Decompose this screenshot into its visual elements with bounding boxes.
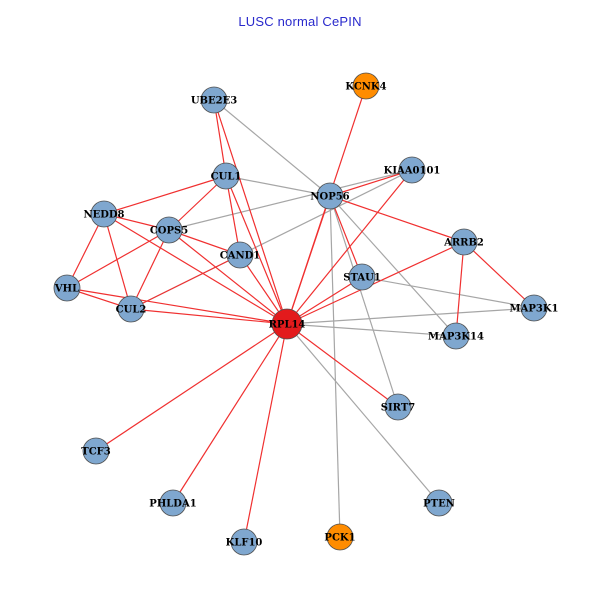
node-label-PHLDA1: PHLDA1 [149,499,196,510]
edge-RPL14-MAP3K14 [286,323,457,337]
edge-NOP56-ARRB2 [329,195,465,243]
edge-ARRB2-MAP3K14 [455,241,465,337]
node-label-PTEN: PTEN [423,499,455,510]
edge-RPL14-KIAA0101 [286,169,413,325]
edge-NOP56-MAP3K14 [329,195,457,337]
node-VHL [53,274,81,302]
node-label-UBE2E3: UBE2E3 [191,96,237,107]
node-NEDD8 [90,200,118,228]
edge-RPL14-KLF10 [243,323,288,543]
edge-RPL14-COPS5 [168,229,288,325]
edge-NEDD8-VHL [66,213,105,289]
node-NOP56 [316,182,344,210]
node-label-TCF3: TCF3 [81,447,111,458]
edge-NOP56-PCK1 [329,195,341,538]
node-label-ARRB2: ARRB2 [443,238,484,249]
edge-KIAA0101-COPS5 [168,169,413,231]
node-RPL14 [271,308,303,340]
node-label-CUL2: CUL2 [116,305,147,316]
edge-NEDD8-CUL2 [103,213,132,310]
edge-RPL14-ARRB2 [286,241,465,325]
node-CUL1 [212,162,240,190]
node-label-SIRT7: SIRT7 [381,403,415,414]
edge-STAU1-MAP3K1 [361,276,535,309]
node-MAP3K1 [520,294,548,322]
edge-RPL14-SIRT7 [286,323,399,408]
edge-NOP56-SIRT7 [329,195,399,408]
node-UBE2E3 [200,86,228,114]
node-label-KIAA0101: KIAA0101 [384,166,441,177]
node-label-STAU1: STAU1 [343,273,381,284]
node-label-KLF10: KLF10 [226,538,263,549]
edge-RPL14-NOP56 [286,195,331,325]
node-PTEN [425,489,453,517]
edge-ARRB2-MAP3K1 [463,241,535,309]
edge-NOP56-STAU1 [329,195,363,278]
edge-COPS5-VHL [66,229,170,289]
node-TCF3 [82,437,110,465]
node-label-NOP56: NOP56 [310,192,349,203]
edge-RPL14-PTEN [286,323,440,504]
node-label-MAP3K1: MAP3K1 [510,304,559,315]
node-KCNK4 [352,72,380,100]
edge-CUL2-CAND1 [130,254,241,310]
node-label-PCK1: PCK1 [324,533,355,544]
edge-NOP56-KIAA0101 [329,169,413,197]
node-STAU1 [348,263,376,291]
edge-RPL14-CUL1 [225,175,288,325]
edge-RPL14-TCF3 [95,323,288,452]
edge-UBE2E3-NOP56 [213,99,331,197]
edge-COPS5-CUL2 [130,229,170,310]
node-CAND1 [226,241,254,269]
node-KIAA0101 [398,156,426,184]
edge-RPL14-PHLDA1 [172,323,288,504]
edge-RPL14-MAP3K1 [286,307,535,325]
node-label-NEDD8: NEDD8 [83,210,124,221]
edge-CUL1-NEDD8 [103,175,227,215]
edge-RPL14-NEDD8 [103,213,288,325]
edge-RPL14-CUL2 [130,308,288,325]
node-label-VHL: VHL [54,284,79,295]
node-SIRT7 [384,393,412,421]
node-COPS5 [155,216,183,244]
node-label-MAP3K14: MAP3K14 [428,332,484,343]
edge-RPL14-UBE2E3 [213,99,288,325]
node-ARRB2 [450,228,478,256]
edge-RPL14-VHL [66,287,288,325]
node-label-CAND1: CAND1 [220,251,261,262]
node-KLF10 [230,528,258,556]
chart-title: LUSC normal CePIN [238,14,362,29]
node-CUL2 [117,295,145,323]
node-PCK1 [326,523,354,551]
node-label-COPS5: COPS5 [150,226,188,237]
node-label-RPL14: RPL14 [269,320,306,331]
node-PHLDA1 [159,489,187,517]
node-label-KCNK4: KCNK4 [345,82,386,93]
node-MAP3K14 [442,322,470,350]
node-label-CUL1: CUL1 [211,172,242,183]
edge-CUL1-NOP56 [225,175,331,197]
